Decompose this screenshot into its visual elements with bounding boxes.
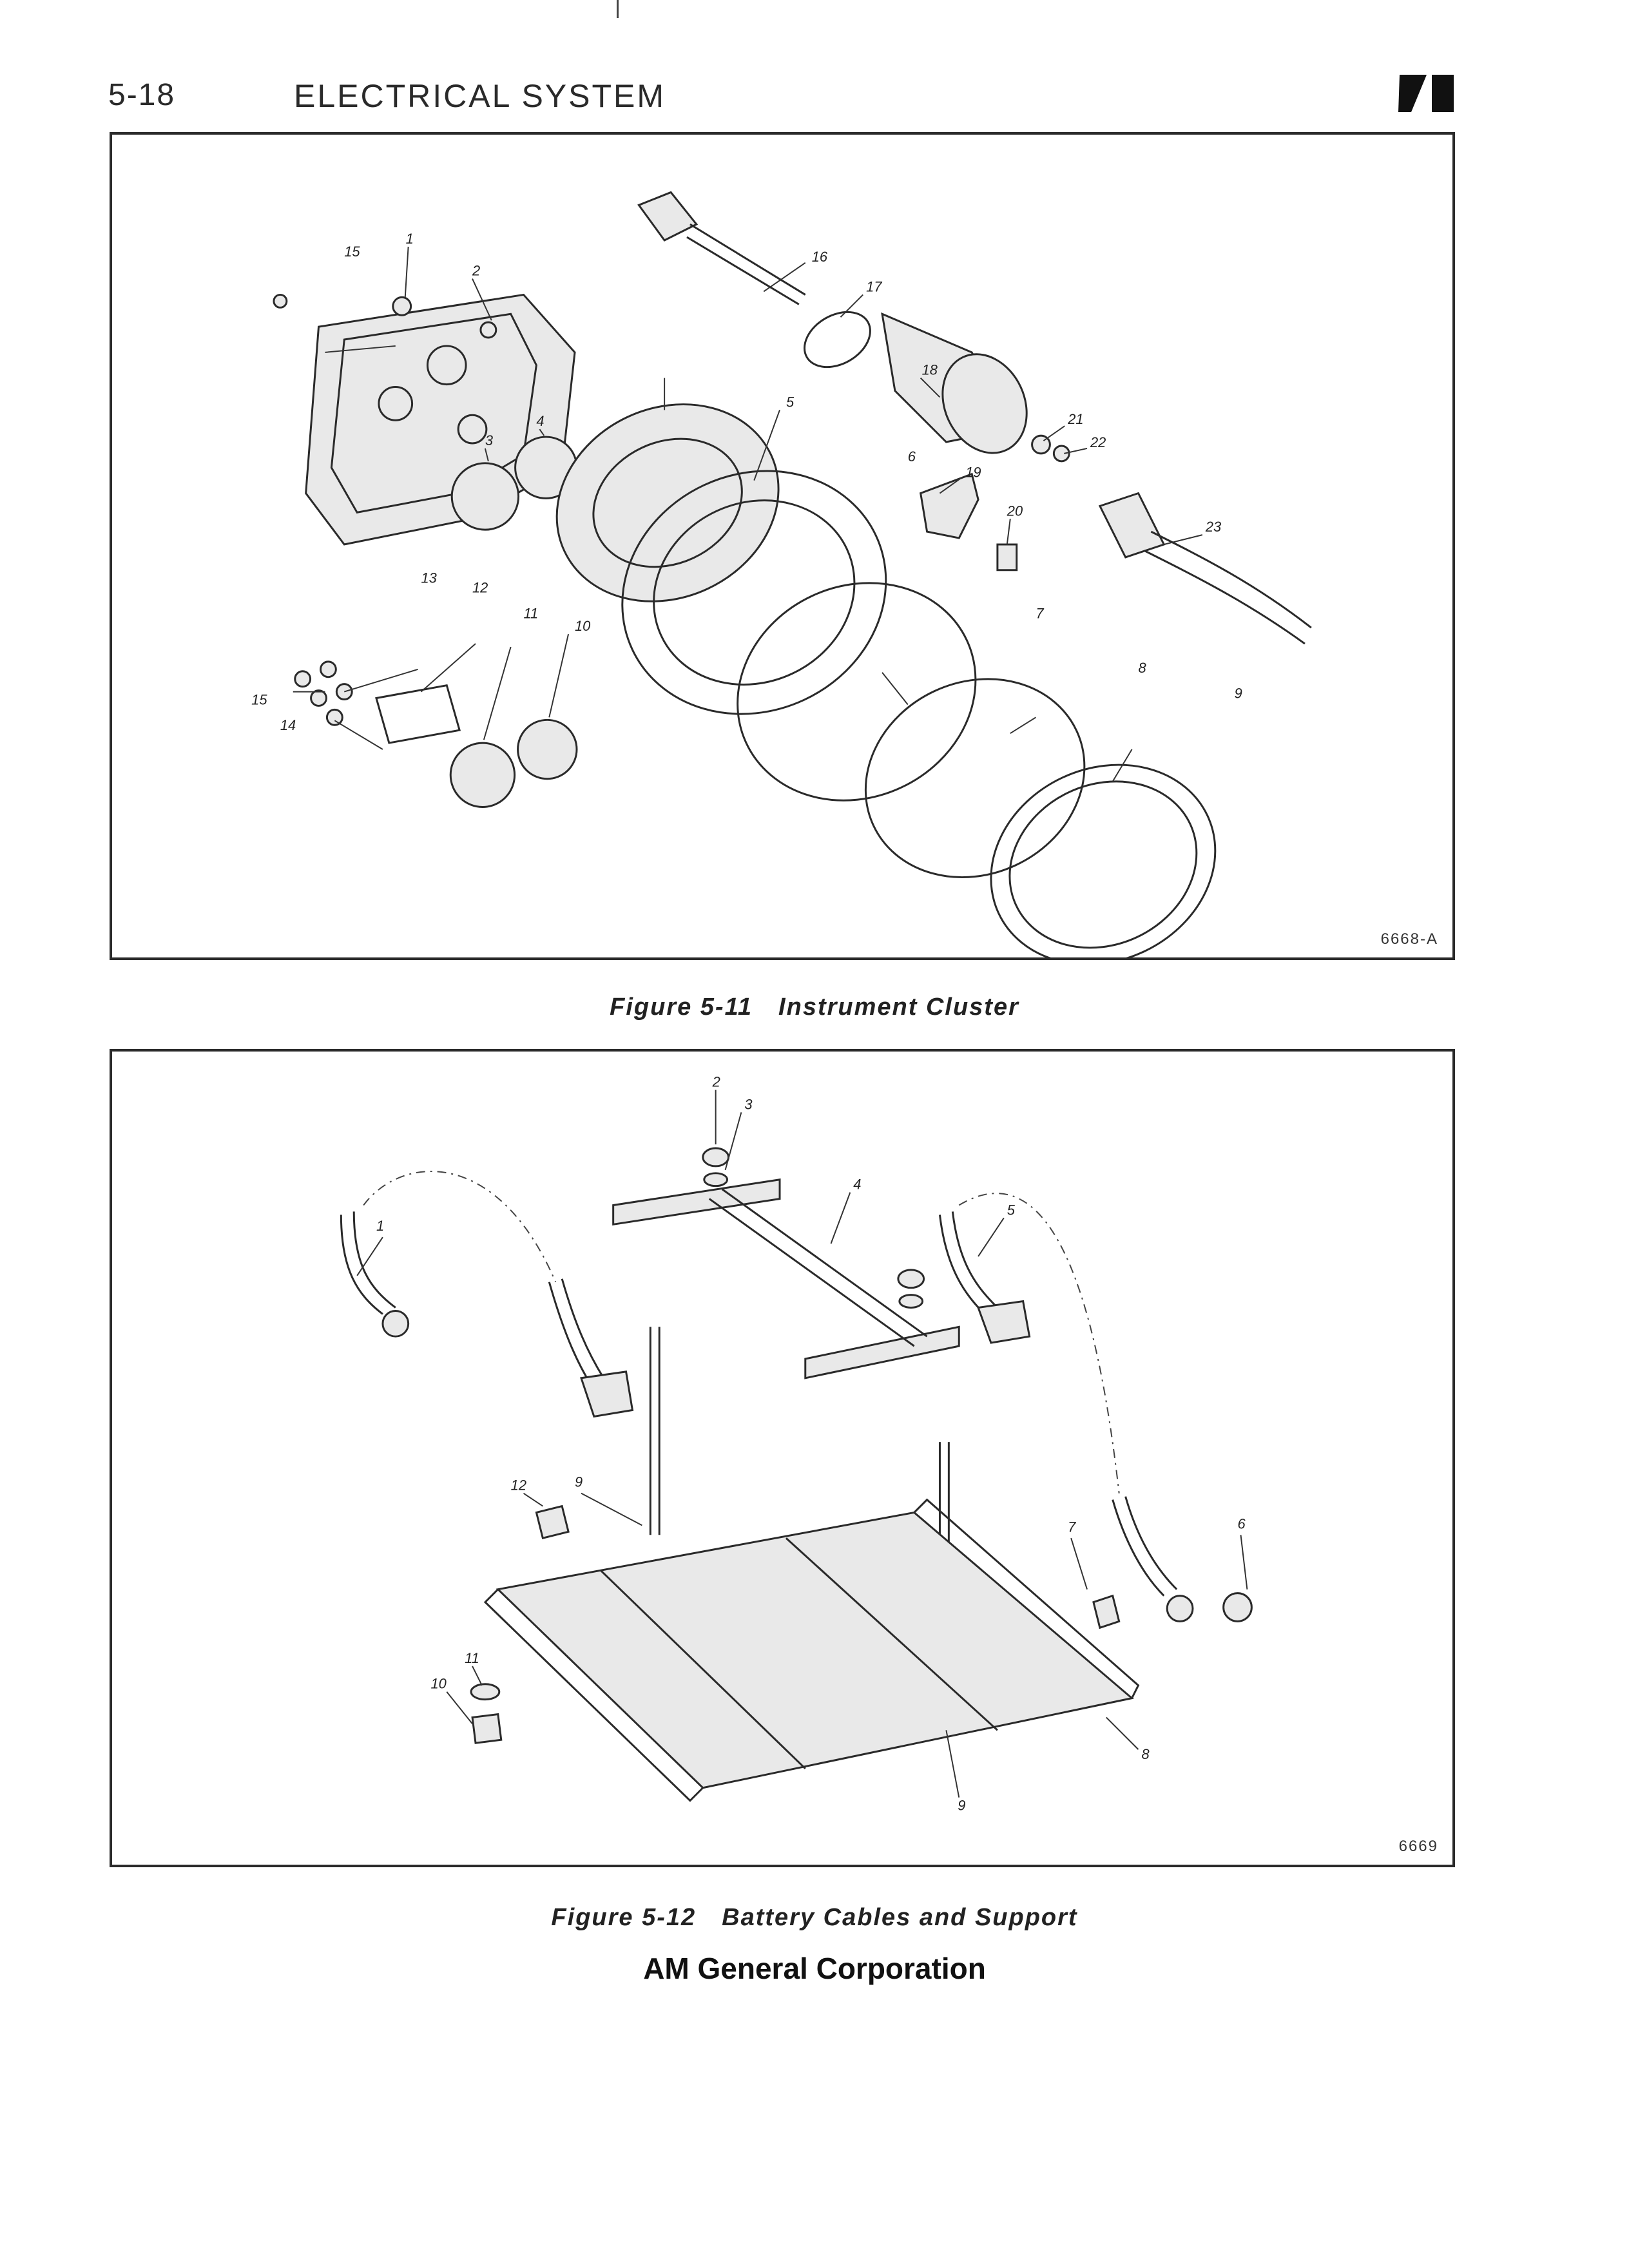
fig1-callout-2: 2: [472, 263, 480, 279]
fig1-callout-10: 10: [575, 618, 590, 634]
fig1-callout-12: 12: [472, 580, 488, 596]
fig2-callout-5: 5: [1007, 1202, 1016, 1218]
fig1-callout-3: 3: [485, 432, 493, 448]
fig2-callout-11: 11: [465, 1650, 479, 1666]
section-title: ELECTRICAL SYSTEM: [294, 78, 666, 114]
figure-title: Battery Cables and Support: [722, 1904, 1078, 1931]
screw-20: [996, 543, 1018, 572]
hold-down-bar-4: [612, 1147, 960, 1379]
fig2-callout-9a: 9: [575, 1474, 583, 1490]
instrument-cluster-illustration: 1 2 3 4 5 6 7 8 9 10 11 12 13 14 15 15 1…: [251, 191, 1312, 957]
gauge-3: [450, 462, 520, 531]
figure-instrument-cluster: 1 2 3 4 5 6 7 8 9 10 11 12 13 14 15 15 1…: [110, 132, 1455, 960]
gauge-11: [449, 742, 516, 808]
figure-number: Figure 5-11: [610, 994, 753, 1021]
fig1-callout-23: 23: [1205, 519, 1221, 535]
fig1-callout-19: 19: [965, 465, 981, 481]
nut-2: [702, 1147, 730, 1168]
washer-3: [703, 1172, 729, 1187]
figure-id-label: 6668-A: [1380, 930, 1438, 948]
fig2-callout-2: 2: [712, 1074, 720, 1090]
clip-22: [1052, 445, 1070, 463]
page-number: 5-18: [108, 78, 176, 112]
figure-battery-cables-support: 1 2 3 4 5 6 7 8 9 9 10 11 12 6669: [110, 1049, 1455, 1867]
battery-cables-illustration: 1 2 3 4 5 6 7 8 9 9 10 11 12: [340, 1074, 1253, 1814]
page-header: 5-18 ELECTRICAL SYSTEM: [0, 72, 1629, 124]
nut-6: [1222, 1592, 1253, 1622]
fig2-callout-7: 7: [1068, 1519, 1076, 1535]
fig1-callout-4: 4: [536, 413, 544, 429]
fig1-callout-15a: 15: [344, 244, 360, 260]
fig2-callout-6: 6: [1238, 1515, 1246, 1532]
company-footer: AM General Corporation: [643, 1952, 986, 1985]
bezel-6: [621, 470, 887, 715]
page-edge-mark: [617, 0, 619, 18]
cluster-housing: [305, 293, 576, 546]
o-ring-17: [804, 311, 871, 369]
fig1-callout-18: 18: [922, 362, 938, 378]
battery-cable-1: [340, 1171, 634, 1418]
fig1-callout-15b: 15: [251, 691, 267, 707]
bracket-19: [919, 472, 979, 539]
fig1-callout-9: 9: [1235, 686, 1242, 702]
figure-number: Figure 5-12: [551, 1904, 697, 1931]
fig2-callout-4: 4: [853, 1177, 861, 1193]
battery-tray-8: [483, 1498, 1140, 1802]
fig1-callout-17: 17: [866, 278, 882, 294]
fig1-callout-20: 20: [1007, 503, 1023, 519]
fig1-callout-11: 11: [524, 605, 539, 621]
drive-gear-shaft: [637, 191, 806, 305]
fig1-callout-6: 6: [908, 448, 916, 465]
figure-id-label: 6669: [1398, 1838, 1438, 1855]
fig1-callout-14: 14: [280, 717, 296, 733]
bolt-7: [1092, 1594, 1121, 1629]
fig1-callout-1: 1: [406, 231, 414, 247]
fig2-callout-1: 1: [376, 1218, 384, 1234]
fig1-callout-5: 5: [786, 394, 795, 410]
figure-caption: Figure 5-12 Battery Cables and Support: [0, 1904, 1629, 1932]
gasket-8: [864, 678, 1086, 879]
fig2-callout-12: 12: [511, 1477, 526, 1494]
figure-title: Instrument Cluster: [778, 994, 1019, 1021]
fig2-callout-10: 10: [430, 1676, 446, 1692]
fig1-callout-21: 21: [1067, 411, 1083, 427]
battery-cable-5: [938, 1193, 1253, 1629]
figure-caption: Figure 5-11 Instrument Cluster: [0, 994, 1629, 1021]
fig1-callout-16: 16: [812, 249, 828, 265]
fig2-callout-8: 8: [1141, 1746, 1150, 1762]
fig2-callout-9b: 9: [958, 1798, 965, 1814]
lens-7: [737, 582, 977, 802]
gauge-10: [517, 718, 578, 780]
fig2-callout-3: 3: [744, 1096, 752, 1112]
nut-10: [471, 1713, 503, 1744]
brand-logo-icon: [1398, 75, 1454, 112]
washer-11: [470, 1683, 501, 1701]
bolt-12: [535, 1504, 570, 1540]
lamp-sockets: [294, 660, 461, 744]
speedometer-cable-23: [1098, 492, 1312, 645]
fig1-callout-8: 8: [1139, 660, 1147, 676]
fig1-callout-22: 22: [1090, 434, 1106, 450]
fig1-callout-7: 7: [1036, 605, 1045, 621]
fig1-callout-13: 13: [421, 570, 437, 586]
retainer-9: [990, 764, 1217, 957]
